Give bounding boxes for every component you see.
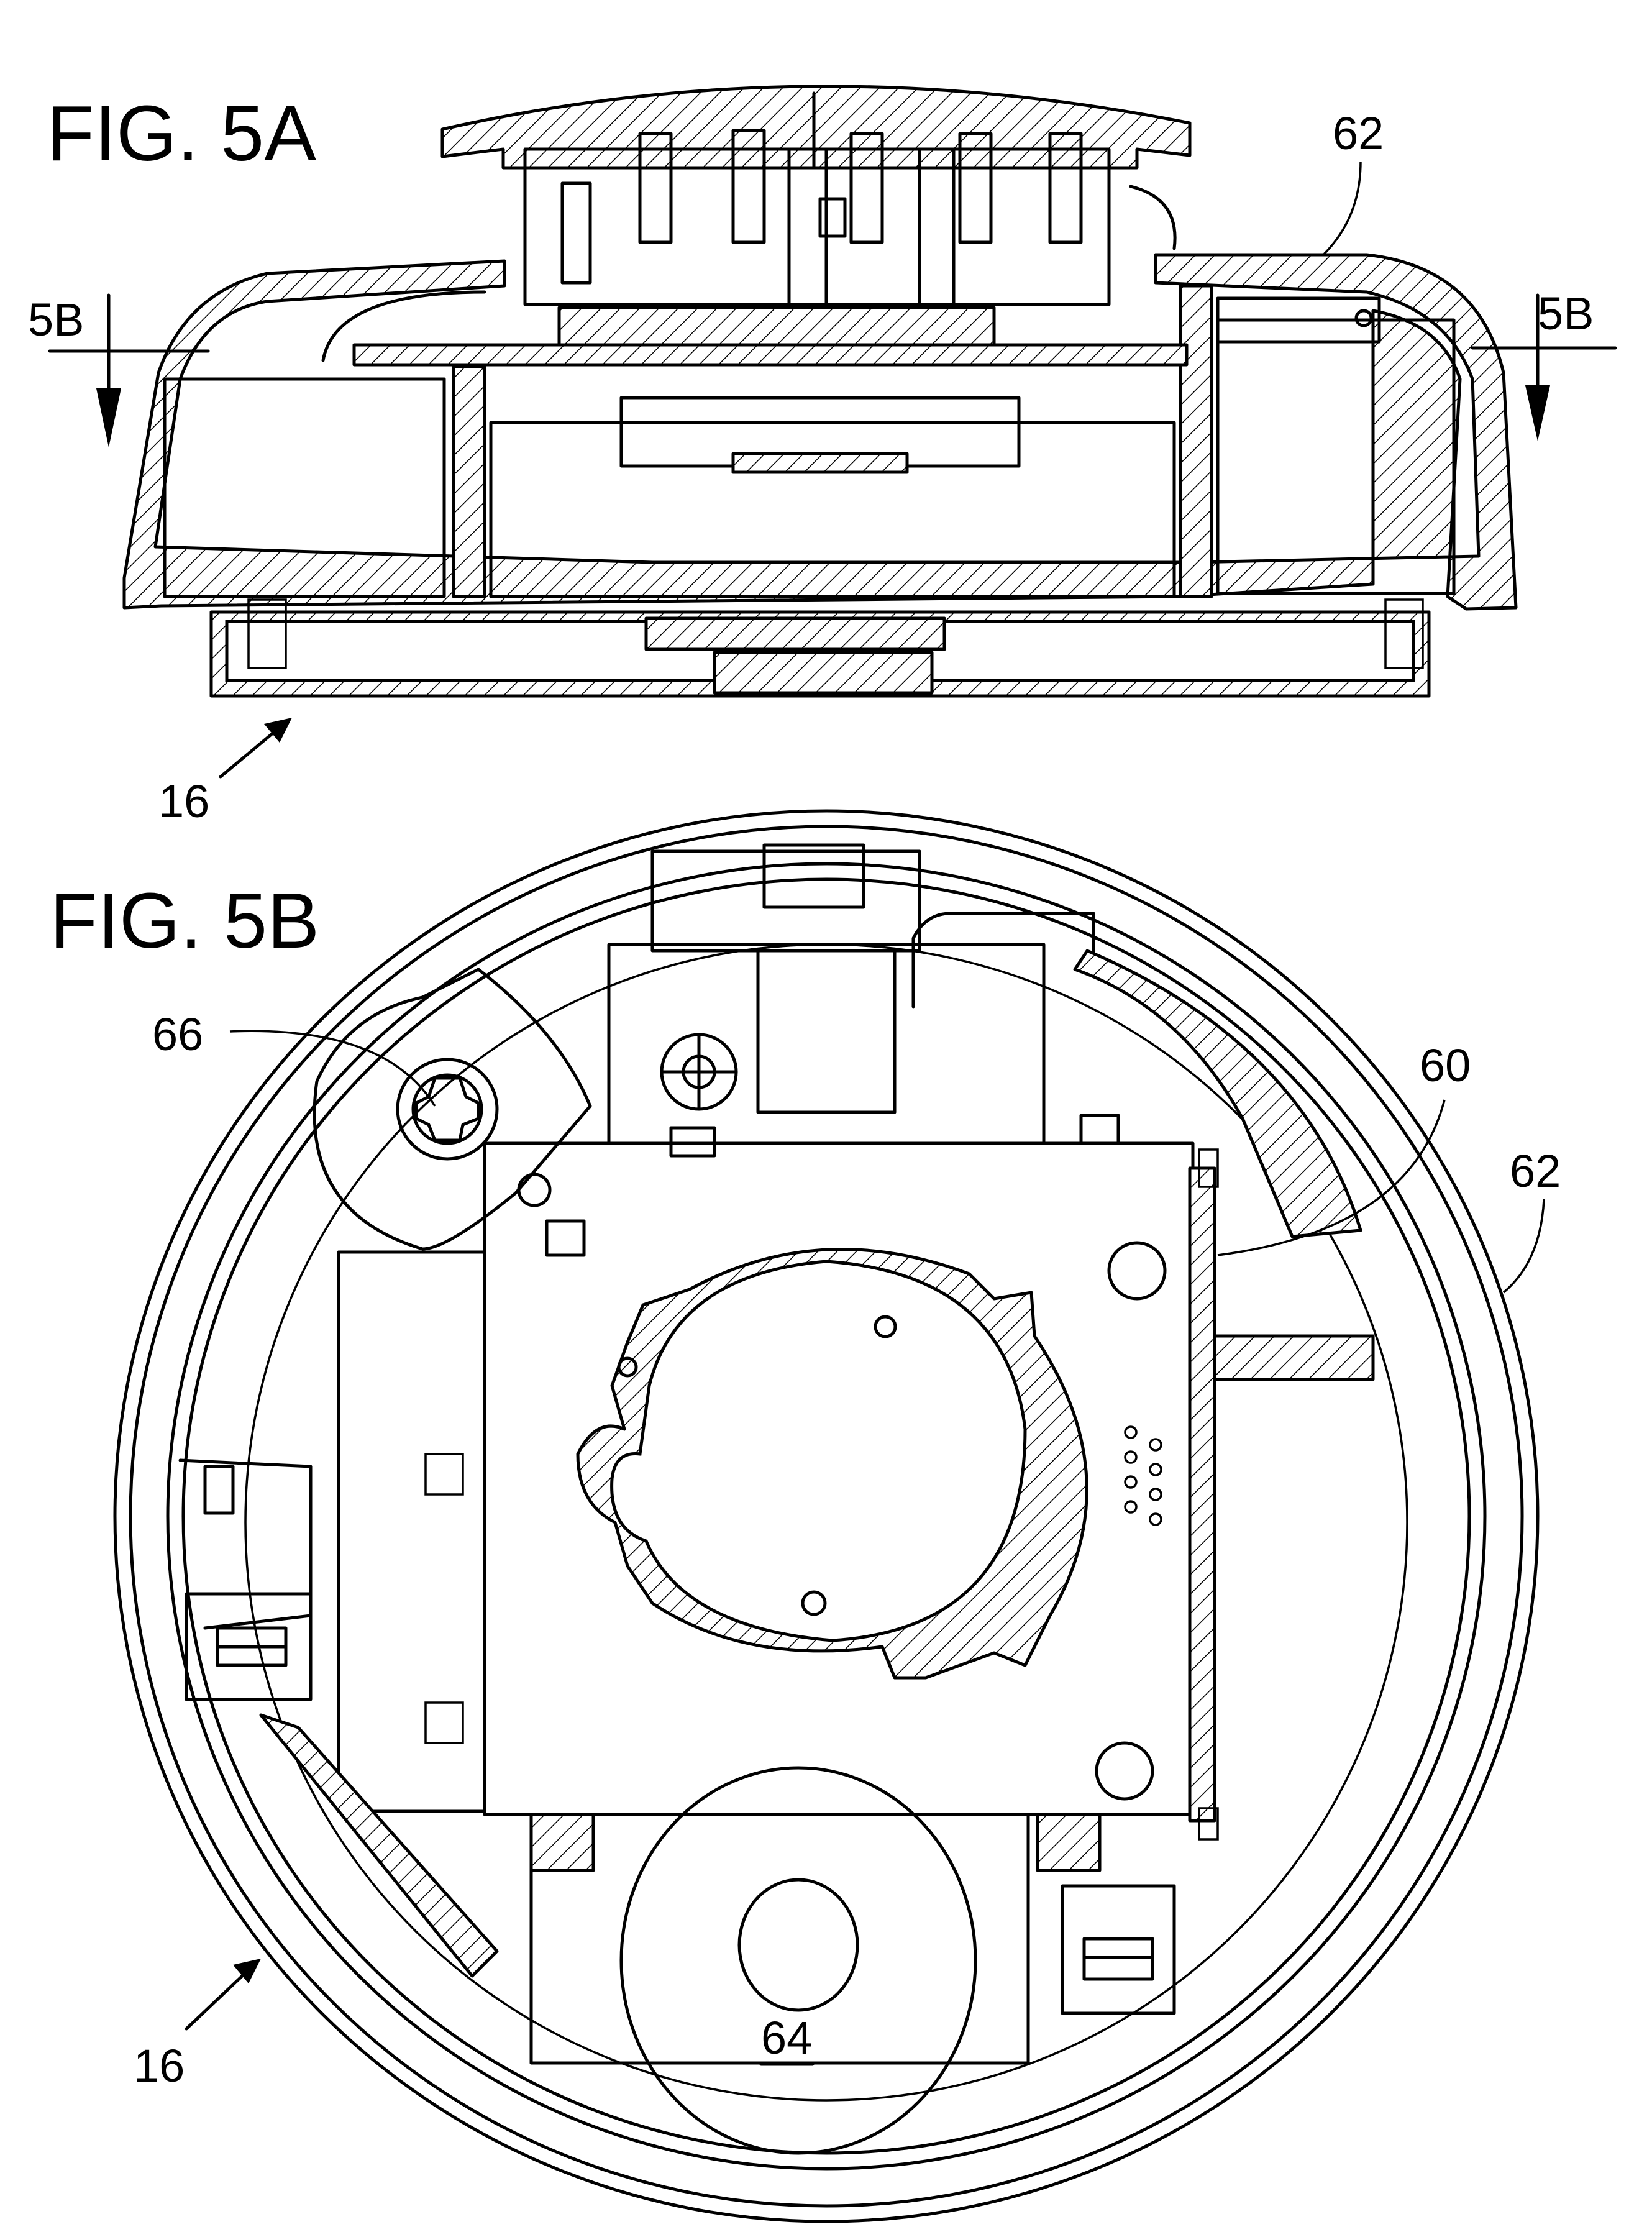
switch-plate xyxy=(1190,1168,1215,1821)
top-wire xyxy=(913,913,1093,1007)
callout-62-top: 62 xyxy=(1323,108,1384,255)
label-5b-left: 5B xyxy=(28,294,84,345)
callout-16-top: 16 xyxy=(158,718,292,827)
callout-66: 66 xyxy=(152,1009,435,1106)
arrow-down-icon xyxy=(96,388,121,447)
label-5b-right: 5B xyxy=(1538,288,1594,339)
board-component xyxy=(559,308,994,345)
circuit-board xyxy=(354,345,1187,365)
inner-contact xyxy=(733,454,907,472)
label-60: 60 xyxy=(1420,1040,1471,1091)
fig-5a-cross-section: FIG. 5A xyxy=(47,86,1516,696)
center-wall-right xyxy=(1180,286,1212,597)
callout-16-bottom: 16 xyxy=(134,1959,261,2092)
center-wall-left xyxy=(454,367,485,597)
component-top-right xyxy=(1109,1243,1165,1299)
right-arc-bracket xyxy=(1075,951,1361,1237)
led-dots xyxy=(1125,1427,1161,1525)
bottom-right-terminal xyxy=(1062,1886,1174,2013)
callout-64: 64 xyxy=(761,2012,813,2064)
base-rib xyxy=(646,618,944,649)
callout-62-right: 62 xyxy=(1504,1145,1561,1292)
label-16-top: 16 xyxy=(158,775,209,827)
left-arc-segment xyxy=(261,1715,497,1976)
right-wire xyxy=(1131,186,1175,249)
label-66: 66 xyxy=(152,1009,203,1060)
label-16-bottom: 16 xyxy=(134,2040,185,2092)
cap-body xyxy=(525,149,1109,304)
label-62-top: 62 xyxy=(1333,108,1384,159)
fig-5b-plan-view: FIG. 5B xyxy=(50,811,1538,2221)
fig-5a-title: FIG. 5A xyxy=(47,89,316,177)
top-cap xyxy=(442,86,1190,168)
inlet-66 xyxy=(314,969,590,1249)
label-64: 64 xyxy=(761,2012,812,2064)
base-center-block xyxy=(714,652,932,693)
component-bottom-right xyxy=(1097,1743,1152,1799)
arrow-down-icon xyxy=(1525,385,1550,441)
left-block-tabs xyxy=(426,1454,463,1743)
fig-5b-title: FIG. 5B xyxy=(50,877,319,964)
label-62-right: 62 xyxy=(1510,1145,1561,1197)
speaker-64 xyxy=(621,1768,975,2153)
switch-arm xyxy=(1215,1336,1373,1379)
